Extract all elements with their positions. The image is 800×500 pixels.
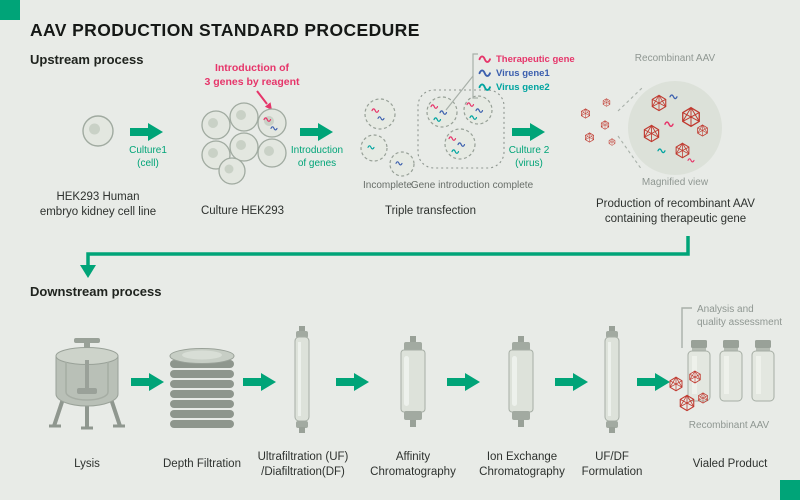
ultrafiltration-column-icon	[294, 326, 310, 433]
production-caption: Production of recombinant AAV containing…	[596, 198, 755, 226]
upstream-to-downstream-arrow-icon	[80, 236, 690, 278]
virus-gene2-icon	[478, 83, 491, 91]
legend-bracket-icon	[445, 53, 478, 111]
flow-arrow-culture2-icon	[512, 123, 545, 141]
step-caption-depth-filtration: Depth Filtration	[163, 458, 241, 470]
recombinant-aav-label: Recombinant AAV	[634, 53, 716, 64]
flow-arrow-culture1-icon	[130, 123, 163, 141]
legend-label: Virus gene2	[496, 81, 550, 93]
culture-hek293-caption: Culture HEK293	[200, 205, 285, 217]
depth-filtration-icon	[169, 348, 235, 428]
flow-arrow-downstream-2-icon	[243, 373, 276, 391]
arrow2-label: Introduction of genes	[290, 145, 344, 169]
step-caption-ultrafiltration: Ultrafiltration (UF) /Diafiltration(DF)	[257, 451, 349, 479]
flow-arrow-downstream-3-icon	[336, 373, 369, 391]
recombinant-aav-product-label: Recombinant AAV	[688, 420, 770, 431]
legend-item-virus-gene1: Virus gene1	[478, 66, 575, 80]
step-caption-lysis: Lysis	[74, 458, 100, 470]
corner-accent-bottom-right	[780, 480, 800, 500]
triple-transfection-cells-icon	[360, 89, 505, 177]
triple-transfection-caption: Triple transfection	[385, 205, 476, 217]
arrow1-label: Culture1 (cell)	[129, 145, 167, 169]
step-caption-ufdf-formulation: UF/DF Formulation	[581, 451, 643, 479]
hek293-cell-icon	[82, 115, 114, 147]
analysis-bracket-icon	[681, 307, 692, 348]
step-caption-vialed-product: Vialed Product	[692, 458, 768, 470]
gene-legend: Therapeutic gene Virus gene1 Virus gene2	[478, 52, 575, 94]
page-title: AAV PRODUCTION STANDARD PROCEDURE	[30, 20, 420, 40]
affinity-column-icon	[400, 336, 426, 427]
recombinant-aav-particles-icon	[669, 370, 708, 412]
flow-arrow-downstream-5-icon	[555, 373, 588, 391]
magnified-view-label: Magnified view	[641, 177, 709, 188]
legend-label: Therapeutic gene	[496, 53, 575, 65]
arrow3-label: Culture 2 (virus)	[508, 145, 550, 169]
flow-arrow-downstream-4-icon	[447, 373, 480, 391]
upstream-section-label: Upstream process	[30, 52, 144, 67]
ufdf-formulation-column-icon	[604, 326, 620, 433]
incomplete-label: Incomplete	[363, 180, 412, 191]
hek293-caption: HEK293 Human embryo kidney cell line	[39, 191, 157, 219]
virus-gene1-icon	[478, 69, 491, 77]
downstream-section-label: Downstream process	[30, 284, 162, 299]
therapeutic-gene-icon	[478, 55, 491, 63]
legend-item-virus-gene2: Virus gene2	[478, 80, 575, 94]
complete-label: Gene introduction complete	[410, 180, 534, 191]
corner-accent-top-left	[0, 0, 20, 20]
annotation-arrow-icon	[256, 90, 272, 110]
step-caption-ion-exchange: Ion Exchange Chromatography	[479, 451, 565, 479]
hek293-culture-cluster-icon	[201, 102, 287, 185]
legend-label: Virus gene1	[496, 67, 550, 79]
lysis-tank-icon	[49, 338, 125, 430]
product-vials-icon	[687, 340, 775, 402]
ion-exchange-column-icon	[508, 336, 534, 427]
legend-item-therapeutic-gene: Therapeutic gene	[478, 52, 575, 66]
gene-introduction-annotation: Introduction of 3 genes by reagent	[204, 62, 300, 88]
step-caption-affinity: Affinity Chromatography	[370, 451, 456, 479]
analysis-label: Analysis and quality assessment	[697, 304, 783, 328]
magnified-view-icon	[581, 81, 722, 175]
flow-arrow-downstream-1-icon	[131, 373, 164, 391]
flow-arrow-introduction-icon	[300, 123, 333, 141]
